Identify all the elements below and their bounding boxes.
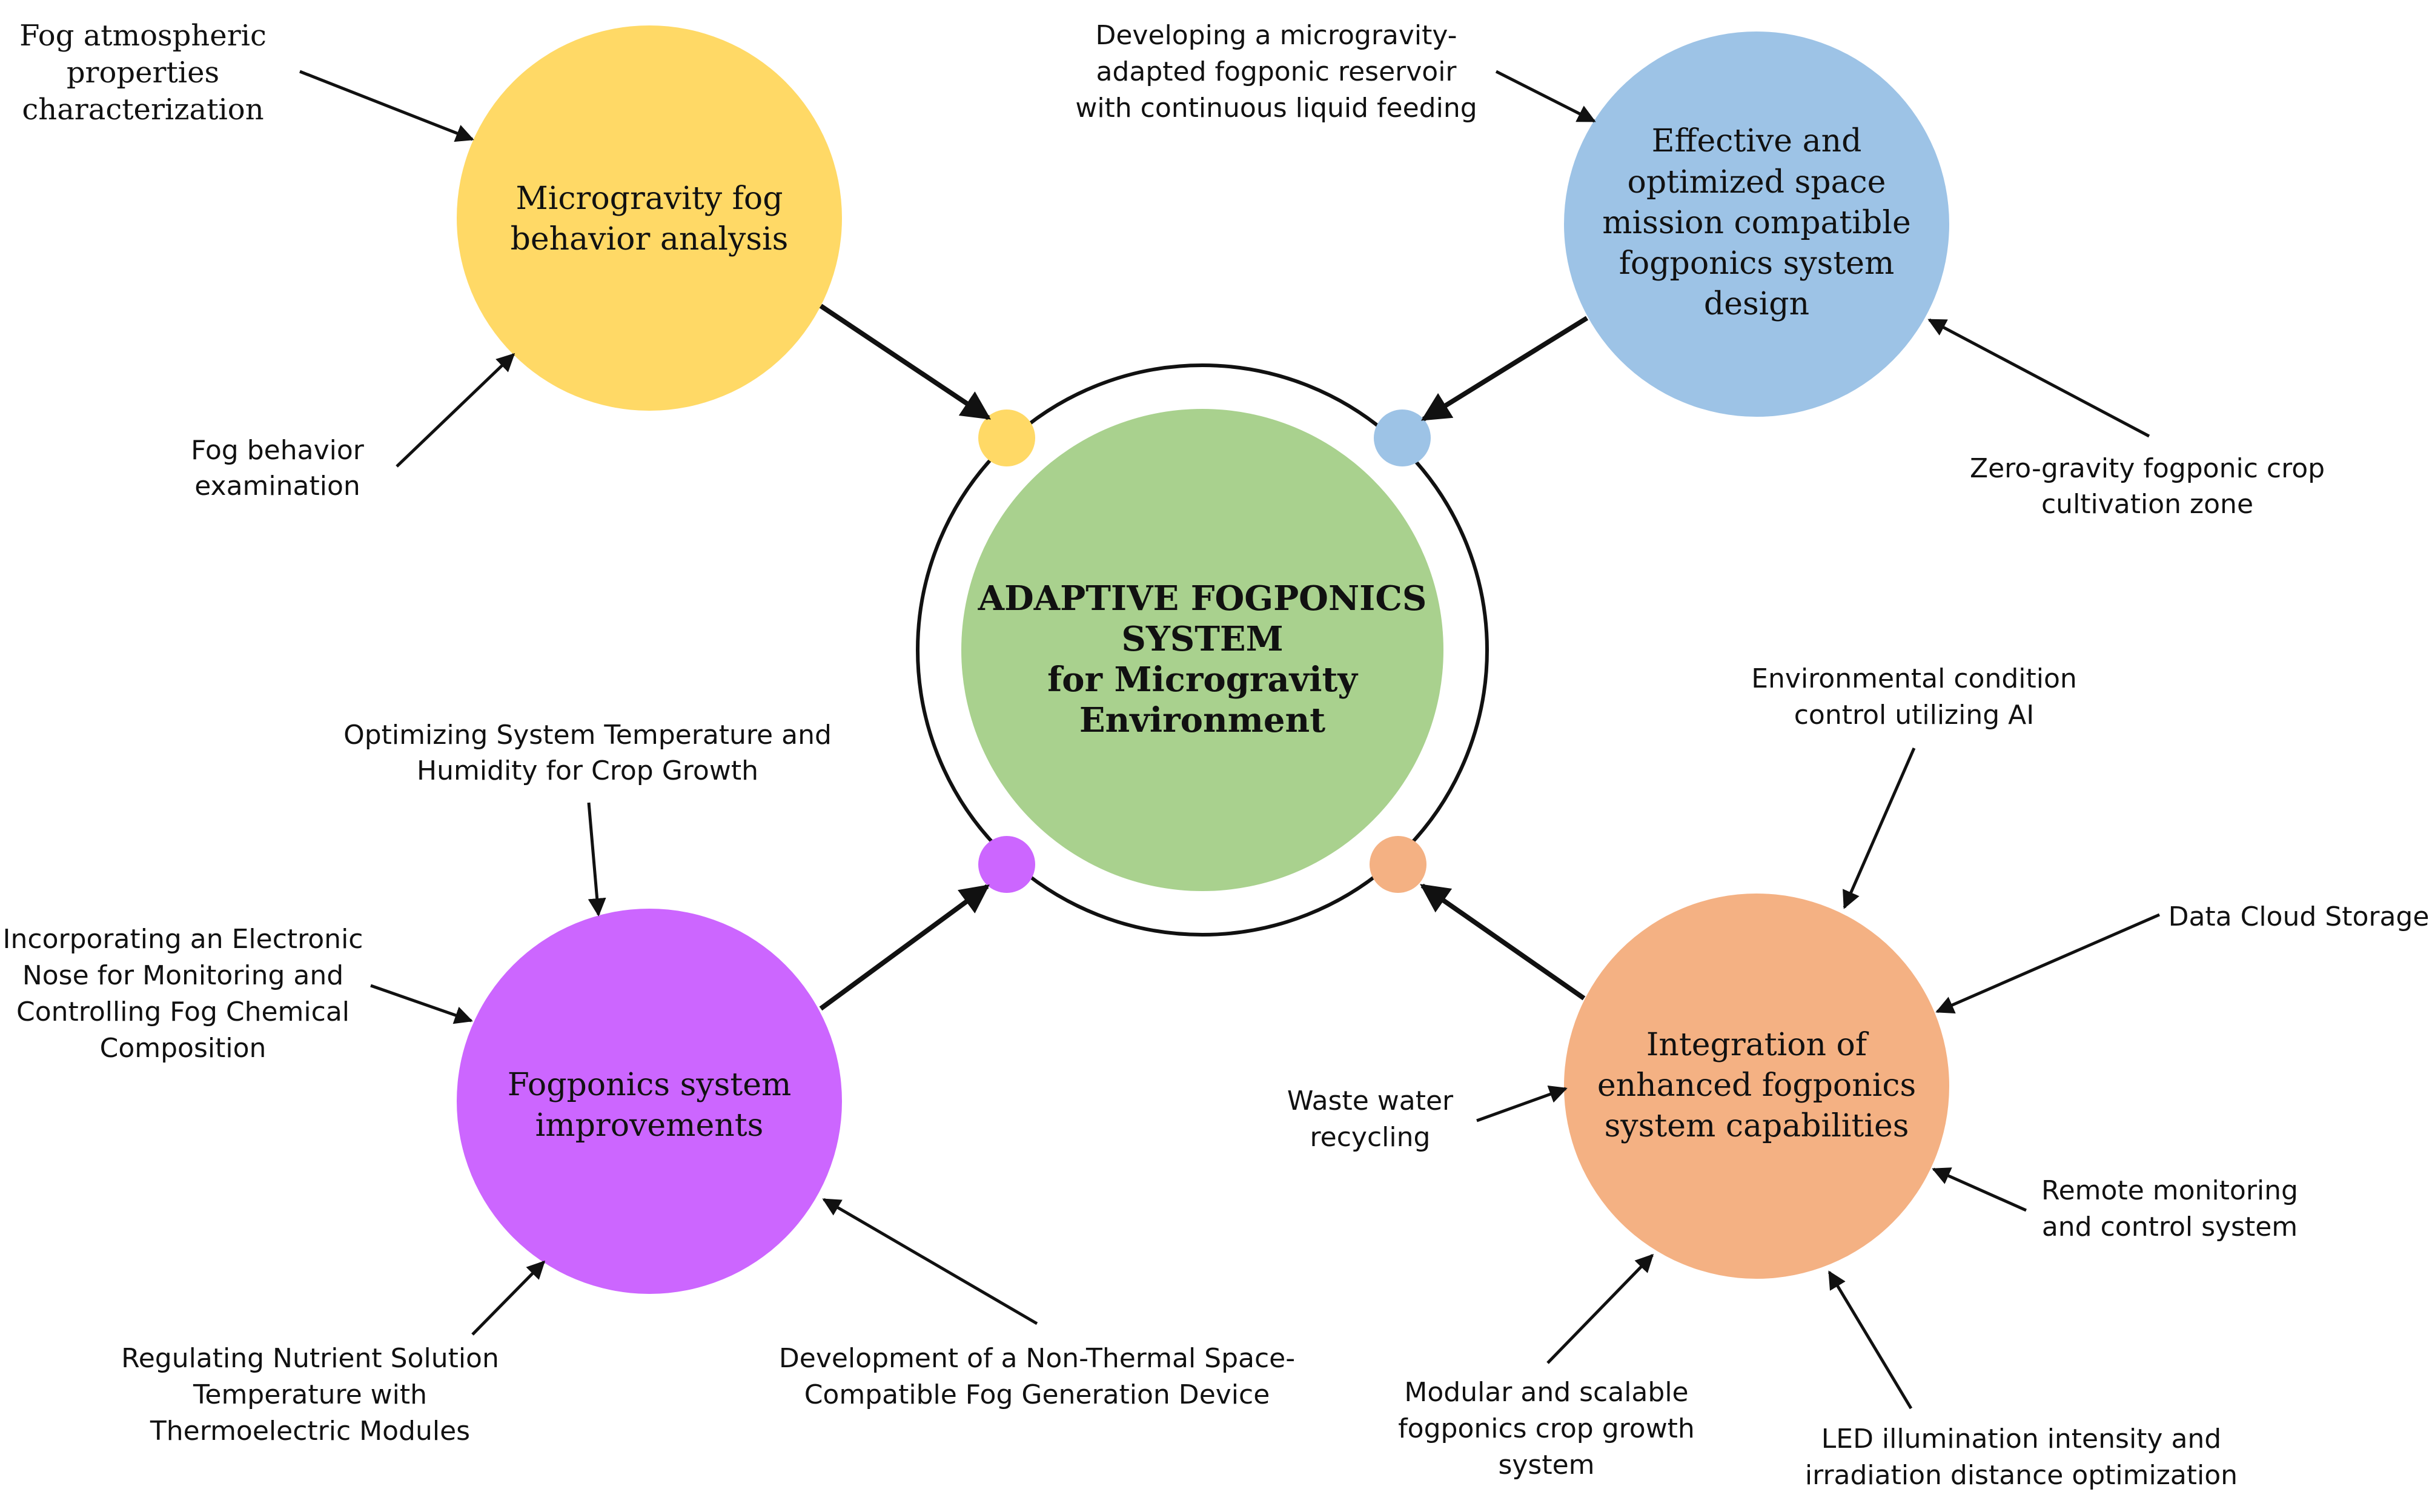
center-title-line1: ADAPTIVE FOGPONICS — [978, 579, 1427, 618]
center-title-line2: SYSTEM — [1121, 619, 1283, 659]
node-system-improvements — [457, 909, 842, 1294]
arrow-optimizing-temp — [587, 802, 606, 917]
purple-connector-dot — [978, 836, 1035, 893]
arrow-zero-gravity — [1927, 318, 2150, 438]
node-top-right-line4: fogponics system — [1619, 245, 1895, 282]
label-led-line1: LED illumination intensity and — [1821, 1424, 2221, 1454]
arrow-yellow-to-center — [819, 303, 991, 420]
arrow-remote-monitoring — [1932, 1167, 2027, 1212]
label-fog-atmospheric-line3: characterization — [22, 93, 263, 127]
label-optimizing-temp-line2: Humidity for Crop Growth — [417, 755, 758, 786]
label-zero-gravity-line2: cultivation zone — [2041, 489, 2253, 520]
label-optimizing-temp-line1: Optimizing System Temperature and — [343, 720, 832, 751]
label-electronic-nose-line2: Nose for Monitoring and — [22, 960, 343, 991]
label-reservoir-line1: Developing a microgravity- — [1095, 20, 1457, 51]
label-reservoir-line3: with continuous liquid feeding — [1075, 93, 1477, 124]
arrow-waste-water — [1476, 1086, 1568, 1122]
label-zero-gravity-line1: Zero-gravity fogponic crop — [1970, 453, 2325, 484]
node-bottom-right-line1: Integration of — [1646, 1027, 1869, 1063]
center-title-line4: Environment — [1079, 700, 1325, 740]
node-top-left-line2: behavior analysis — [511, 221, 789, 257]
center-circle — [961, 409, 1443, 891]
label-modular-line2: fogponics crop growth — [1398, 1413, 1695, 1444]
orange-connector-dot — [1370, 836, 1426, 893]
label-modular-line3: system — [1498, 1450, 1594, 1480]
yellow-connector-dot — [978, 409, 1035, 466]
arrow-purple-to-center — [819, 884, 990, 1011]
node-space-mission-design — [1564, 31, 1949, 417]
arrow-env-control — [1843, 747, 1916, 909]
node-bottom-left-line1: Fogponics system — [508, 1067, 792, 1103]
label-led-line2: irradiation distance optimization — [1805, 1460, 2238, 1491]
arrow-fog-atmospheric — [299, 70, 474, 142]
label-non-thermal-line2: Compatible Fog Generation Device — [804, 1379, 1270, 1410]
center-title-line3: for Microgravity — [1047, 660, 1358, 700]
label-fog-atmospheric-line1: Fog atmospheric — [19, 19, 267, 53]
arrow-orange-to-center — [1420, 883, 1586, 1001]
label-nutrient-temp-line2: Temperature with — [193, 1379, 427, 1410]
label-env-control-line1: Environmental condition — [1751, 663, 2077, 694]
label-remote-monitoring-line1: Remote monitoring — [2041, 1175, 2298, 1206]
node-top-left-line1: Microgravity fog — [516, 181, 783, 217]
label-electronic-nose-line1: Incorporating an Electronic — [3, 924, 363, 955]
arrow-non-thermal — [822, 1198, 1038, 1325]
label-reservoir-line2: adapted fogponic reservoir — [1096, 56, 1457, 87]
node-enhanced-capabilities — [1564, 894, 1949, 1279]
blue-connector-dot — [1374, 409, 1431, 466]
label-fog-atmospheric-line2: properties — [67, 56, 219, 90]
label-data-cloud-line1: Data Cloud Storage — [2169, 901, 2430, 932]
label-electronic-nose-line4: Composition — [100, 1033, 267, 1064]
label-nutrient-temp-line3: Thermoelectric Modules — [150, 1416, 470, 1447]
node-microgravity-fog-behavior — [457, 25, 842, 411]
label-fog-behavior-exam-line2: examination — [194, 471, 360, 502]
node-top-right-line3: mission compatible — [1602, 205, 1911, 241]
label-waste-water-line1: Waste water — [1287, 1086, 1454, 1116]
label-remote-monitoring-line2: and control system — [2042, 1212, 2298, 1242]
arrow-data-cloud — [1935, 913, 2160, 1013]
label-non-thermal-line1: Development of a Non-Thermal Space- — [779, 1343, 1295, 1374]
label-fog-behavior-exam-line1: Fog behavior — [191, 435, 365, 466]
label-waste-water-line2: recycling — [1310, 1122, 1431, 1153]
label-nutrient-temp-line1: Regulating Nutrient Solution — [121, 1343, 499, 1374]
arrow-electronic-nose — [370, 984, 473, 1024]
center-ring — [916, 363, 1489, 937]
node-top-right-line1: Effective and — [1652, 123, 1862, 159]
arrow-reservoir — [1495, 70, 1596, 123]
arrow-fog-behavior-exam — [396, 353, 515, 468]
arrow-led — [1827, 1270, 1913, 1410]
label-env-control-line2: control utilizing AI — [1794, 700, 2035, 731]
arrow-modular — [1546, 1253, 1654, 1364]
label-electronic-nose-line3: Controlling Fog Chemical — [16, 996, 350, 1027]
node-bottom-right-line3: system capabilities — [1605, 1108, 1909, 1144]
arrow-nutrient-temp — [471, 1260, 546, 1336]
node-bottom-right-line2: enhanced fogponics — [1597, 1067, 1916, 1104]
node-top-right-line2: optimized space — [1628, 164, 1886, 201]
arrow-blue-to-center — [1420, 316, 1589, 422]
node-bottom-left-line2: improvements — [535, 1107, 764, 1144]
label-modular-line1: Modular and scalable — [1404, 1377, 1688, 1408]
node-top-right-line5: design — [1704, 286, 1809, 322]
